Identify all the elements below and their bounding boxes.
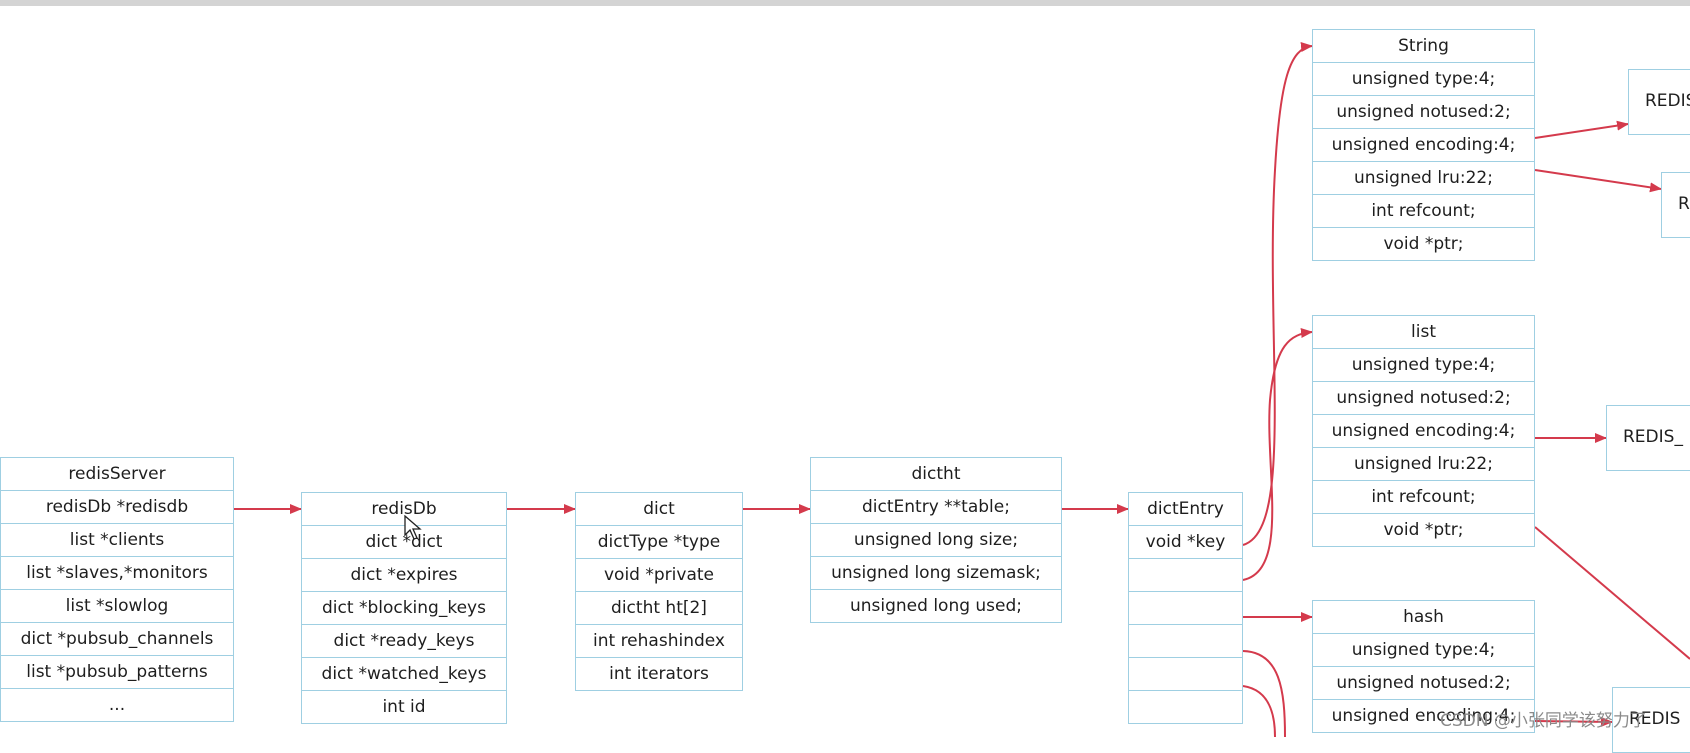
struct-field: unsigned encoding:4; bbox=[1313, 415, 1534, 448]
struct-field: int iterators bbox=[576, 658, 742, 691]
arrow-string-encoding-2 bbox=[1534, 169, 1662, 193]
arrow-entry-to-list bbox=[1242, 328, 1313, 581]
arrow-list-ptr-down bbox=[1534, 526, 1690, 660]
struct-title: dict bbox=[576, 493, 742, 526]
struct-field: ... bbox=[1, 689, 233, 722]
struct-field: void *ptr; bbox=[1313, 514, 1534, 547]
arrow-layer bbox=[234, 42, 1690, 737]
struct-field: unsigned long sizemask; bbox=[811, 557, 1061, 590]
arrow-key-to-string bbox=[1242, 42, 1313, 546]
empty-slot bbox=[1129, 658, 1242, 691]
dict-struct: dict dictType *type void *private dictht… bbox=[575, 492, 743, 691]
struct-title: dictEntry bbox=[1129, 493, 1242, 526]
struct-field: unsigned long size; bbox=[811, 524, 1061, 557]
struct-field: dict *dict bbox=[302, 526, 506, 559]
struct-title: dictht bbox=[811, 458, 1061, 491]
empty-slot bbox=[1129, 559, 1242, 592]
struct-field: int id bbox=[302, 691, 506, 724]
struct-field: unsigned long used; bbox=[811, 590, 1061, 623]
struct-field: unsigned lru:22; bbox=[1313, 448, 1534, 481]
struct-field: void *ptr; bbox=[1313, 228, 1534, 261]
string-encoding-box-2: R bbox=[1661, 172, 1690, 238]
string-encoding-box-1: REDIS bbox=[1628, 69, 1690, 135]
struct-field: dict *ready_keys bbox=[302, 625, 506, 658]
struct-field: unsigned notused:2; bbox=[1313, 667, 1534, 700]
struct-title: redisServer bbox=[1, 458, 233, 491]
struct-field: dictEntry **table; bbox=[811, 491, 1061, 524]
empty-slot bbox=[1129, 691, 1242, 724]
struct-field: unsigned type:4; bbox=[1313, 634, 1534, 667]
list-object-struct: list unsigned type:4; unsigned notused:2… bbox=[1312, 315, 1535, 547]
struct-field: unsigned encoding:4; bbox=[1313, 700, 1534, 733]
dictentry-struct: dictEntry void *key bbox=[1128, 492, 1243, 724]
arrow-entry-curve-1 bbox=[1242, 650, 1286, 737]
struct-title: hash bbox=[1313, 601, 1534, 634]
struct-field: unsigned encoding:4; bbox=[1313, 129, 1534, 162]
struct-field: void *private bbox=[576, 559, 742, 592]
struct-field: dict *expires bbox=[302, 559, 506, 592]
list-encoding-box: REDIS_ bbox=[1606, 405, 1690, 471]
struct-field: dict *blocking_keys bbox=[302, 592, 506, 625]
struct-field: list *clients bbox=[1, 524, 233, 557]
string-object-struct: String unsigned type:4; unsigned notused… bbox=[1312, 29, 1535, 261]
watermark: CSDN @小张同学该努力了 bbox=[1440, 711, 1647, 731]
struct-field: list *slaves,*monitors bbox=[1, 557, 233, 590]
arrow-entry-curve-2 bbox=[1242, 685, 1276, 737]
struct-field: dict *watched_keys bbox=[302, 658, 506, 691]
struct-field: redisDb *redisdb bbox=[1, 491, 233, 524]
redisserver-struct: redisServer redisDb *redisdb list *clien… bbox=[0, 457, 234, 722]
struct-field: dictType *type bbox=[576, 526, 742, 559]
struct-field: unsigned lru:22; bbox=[1313, 162, 1534, 195]
empty-slot bbox=[1129, 625, 1242, 658]
redisdb-struct: redisDb dict *dict dict *expires dict *b… bbox=[301, 492, 507, 724]
arrow-hash-encoding bbox=[1534, 716, 1613, 727]
struct-field: dictht ht[2] bbox=[576, 592, 742, 625]
struct-field: int refcount; bbox=[1313, 481, 1534, 514]
struct-title: String bbox=[1313, 30, 1534, 63]
top-border bbox=[0, 0, 1690, 6]
mouse-cursor-icon bbox=[404, 515, 422, 540]
struct-field: unsigned type:4; bbox=[1313, 63, 1534, 96]
arrow-string-encoding-1 bbox=[1534, 120, 1629, 139]
struct-field: list *slowlog bbox=[1, 590, 233, 623]
struct-title: redisDb bbox=[302, 493, 506, 526]
struct-field: unsigned notused:2; bbox=[1313, 96, 1534, 129]
struct-field: dict *pubsub_channels bbox=[1, 623, 233, 656]
empty-slot bbox=[1129, 592, 1242, 625]
struct-field: list *pubsub_patterns bbox=[1, 656, 233, 689]
struct-field: void *key bbox=[1129, 526, 1242, 559]
struct-title: list bbox=[1313, 316, 1534, 349]
struct-field: int refcount; bbox=[1313, 195, 1534, 228]
struct-field: int rehashindex bbox=[576, 625, 742, 658]
hash-object-struct: hash unsigned type:4; unsigned notused:2… bbox=[1312, 600, 1535, 733]
dictht-struct: dictht dictEntry **table; unsigned long … bbox=[810, 457, 1062, 623]
struct-field: unsigned notused:2; bbox=[1313, 382, 1534, 415]
struct-field: unsigned type:4; bbox=[1313, 349, 1534, 382]
